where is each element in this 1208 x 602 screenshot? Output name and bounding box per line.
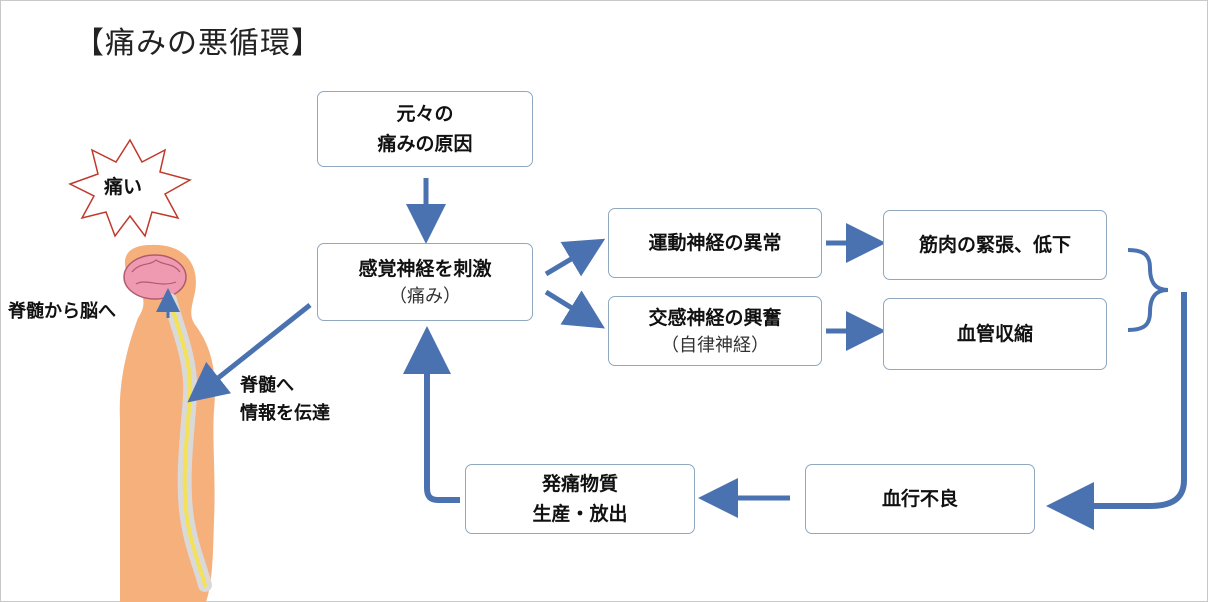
curly-brace (1127, 248, 1169, 332)
label-spine-to-brain: 脊髄から脳へ (8, 301, 116, 322)
box-blood-flow-line1: 血行不良 (881, 488, 958, 510)
arrow-sensory-to-spine (187, 303, 312, 403)
box-blood-flow: 血行不良 (805, 464, 1035, 534)
arrow-sensory-to-sympathetic (544, 289, 606, 329)
box-vaso: 血管収縮 (883, 298, 1107, 370)
box-origin-line1: 元々の (396, 103, 454, 125)
pain-burst-label: 痛い (104, 176, 143, 198)
box-motor-line1: 運動神経の異常 (648, 232, 782, 254)
box-vaso-line1: 血管収縮 (956, 323, 1033, 345)
box-origin: 元々の 痛みの原因 (317, 91, 533, 167)
box-muscle: 筋肉の緊張、低下 (883, 210, 1107, 280)
box-sympathetic-line2: （自律神経） (661, 335, 769, 356)
arrow-sensory-to-motor (544, 238, 606, 277)
box-muscle-line1: 筋肉の緊張、低下 (918, 234, 1071, 256)
arrow-brace-to-bloodflow (1046, 292, 1187, 530)
spinal-nerve (168, 298, 207, 587)
box-sensory-line2: （痛み） (389, 286, 461, 307)
label-to-spine: 脊髄へ 情報を伝達 (240, 372, 330, 428)
box-sympathetic: 交感神経の興奮 （自律神経） (608, 296, 822, 366)
page-title: 【痛みの悪循環】 (74, 26, 322, 61)
brain-icon (123, 254, 187, 300)
box-sensory-line1: 感覚神経を刺激 (358, 258, 492, 280)
pain-burst-icon (68, 138, 192, 238)
label-to-spine-line2: 情報を伝達 (240, 403, 330, 424)
box-sympathetic-line1: 交感神経の興奮 (648, 307, 782, 329)
arrow-substance-to-sensory (403, 326, 460, 503)
box-motor: 運動神経の異常 (608, 208, 822, 278)
box-pain-substance-line1: 発痛物質 (541, 473, 618, 495)
human-body-illustration (119, 244, 216, 602)
label-to-spine-line1: 脊髄へ (240, 375, 294, 396)
box-sensory: 感覚神経を刺激 （痛み） (317, 243, 533, 321)
box-pain-substance-line2: 生産・放出 (532, 503, 628, 525)
box-pain-substance: 発痛物質 生産・放出 (465, 464, 695, 534)
box-origin-line2: 痛みの原因 (377, 133, 473, 155)
